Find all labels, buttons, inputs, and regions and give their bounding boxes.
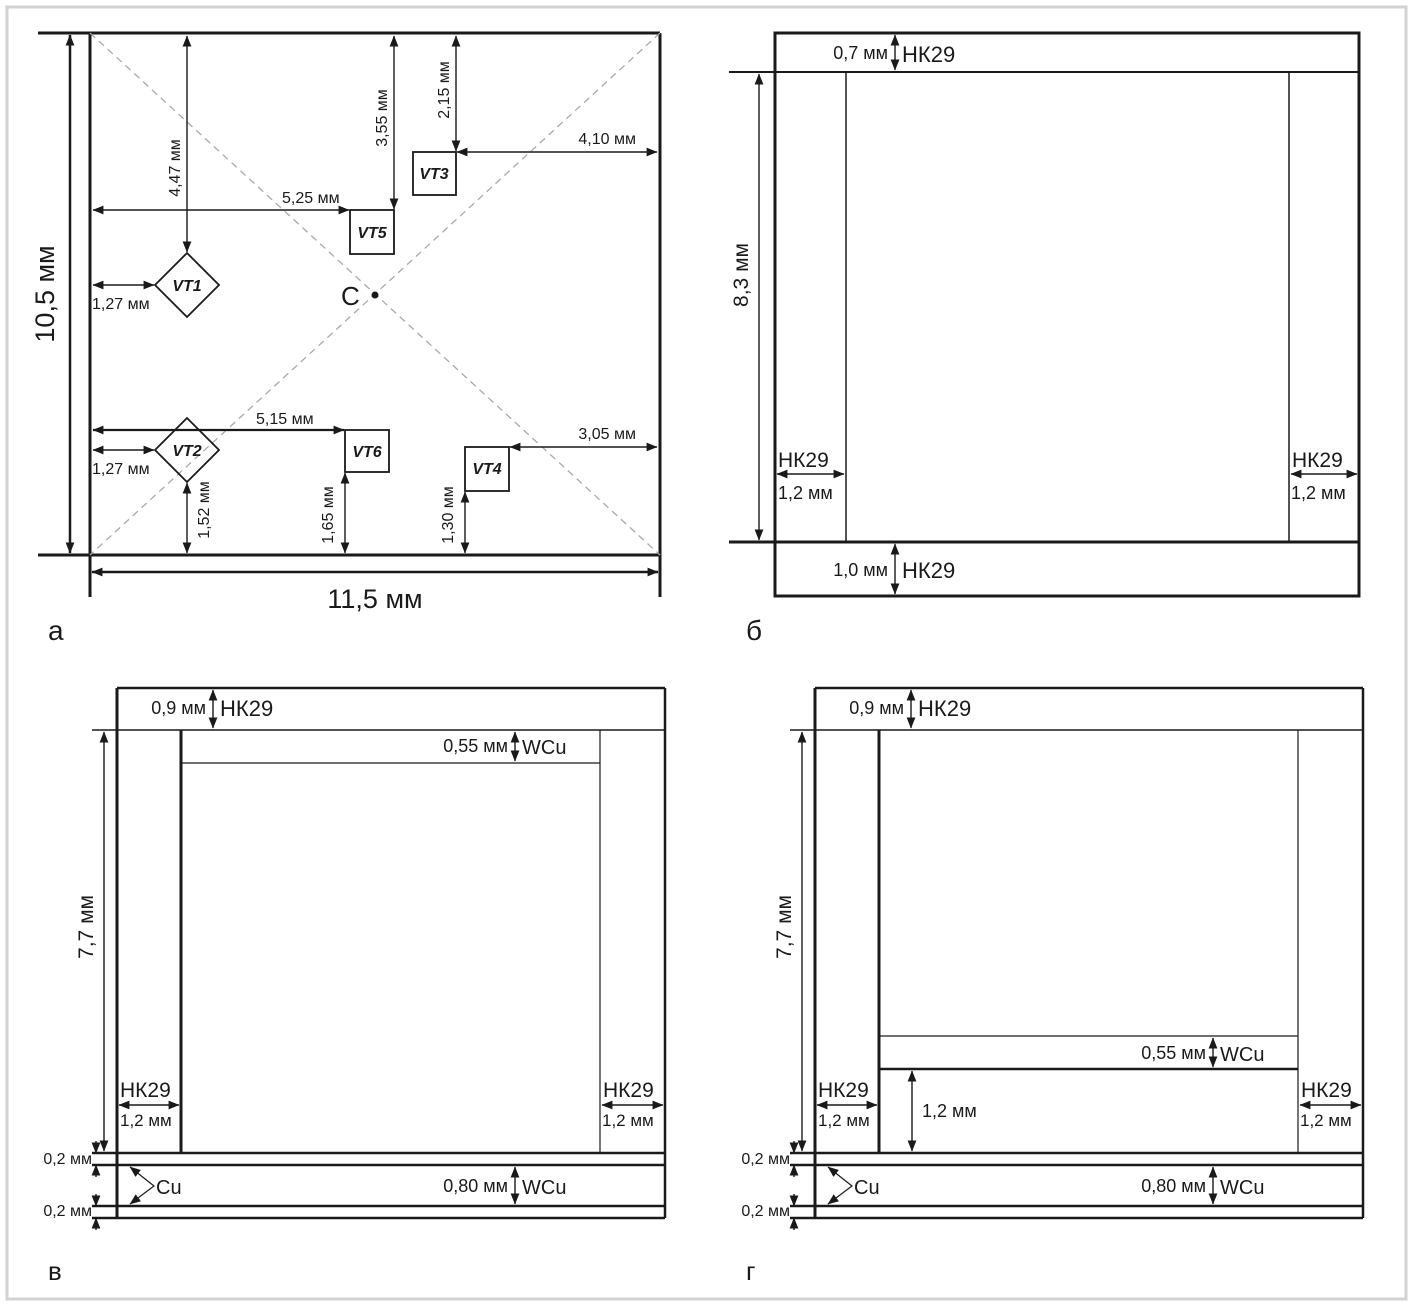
insert-height: 1,2 мм (922, 1101, 977, 1121)
left-thickness: 1,2 мм (818, 1111, 870, 1130)
vt2-chip (153, 416, 221, 484)
panel-a-label: а (48, 615, 64, 646)
top-thickness: 0,7 мм (833, 43, 888, 63)
panel-v-label: в (48, 1256, 62, 1286)
top-material: НК29 (918, 696, 971, 721)
vt2-left-label: 1,27 мм (92, 461, 150, 478)
insert-thickness: 0,55 мм (1141, 1043, 1206, 1063)
insert-thickness: 0,55 мм (443, 736, 508, 756)
insert-material: WCu (522, 737, 566, 759)
height-label: 7,7 мм (75, 895, 98, 959)
left-material: НК29 (120, 1079, 171, 1102)
vt3-top-label: 2,15 мм (436, 61, 453, 119)
panel-g-label: г (746, 1256, 755, 1286)
width-label: 11,5 мм (327, 584, 422, 614)
panel-b: 0,7 мм НК29 8,3 мм НК29 1,2 мм НК29 1,2 … (729, 31, 1361, 646)
vt3-label: VT3 (419, 166, 448, 183)
left-thickness: 1,2 мм (778, 483, 833, 503)
right-thickness: 1,2 мм (1300, 1111, 1352, 1130)
height-label: 8,3 мм (730, 243, 753, 307)
base-thickness: 0,80 мм (1141, 1176, 1206, 1196)
base-material: WCu (522, 1177, 566, 1199)
insert-material: WCu (1220, 1044, 1264, 1066)
vt5-left-label: 5,25 мм (282, 190, 340, 207)
cu-top-label: 0,2 мм (43, 1151, 92, 1168)
panel-a: 11,5 мм 10,5 мм C VT1 4,47 мм 1,27 мм VT… (30, 31, 662, 646)
vt1-chip (153, 251, 221, 319)
top-thickness: 0,9 мм (151, 698, 206, 718)
package-outline (773, 31, 1361, 598)
right-material: НК29 (1301, 1079, 1352, 1102)
right-thickness: 1,2 мм (602, 1111, 654, 1130)
cu-bottom-label: 0,2 мм (741, 1203, 790, 1220)
vt5-chip (349, 209, 395, 255)
bottom-thickness: 1,0 мм (833, 560, 888, 580)
vt6-left-label: 5,15 мм (256, 411, 314, 428)
vt4-right-label: 3,05 мм (578, 426, 636, 443)
vt4-bottom-label: 1,30 мм (440, 486, 457, 544)
left-thickness: 1,2 мм (120, 1111, 172, 1130)
vt2-bottom-label: 1,52 мм (196, 481, 213, 539)
vt1-label: VT1 (172, 278, 201, 295)
cu-leader (827, 1166, 853, 1205)
vt4-chip (464, 446, 510, 492)
height-label: 10,5 мм (30, 245, 60, 342)
left-material: НК29 (818, 1079, 869, 1102)
vt3-chip (412, 151, 457, 196)
base-material: WCu (1220, 1177, 1264, 1199)
vt2-label: VT2 (172, 443, 201, 460)
vt5-top-label: 3,55 мм (374, 89, 391, 147)
center-label: C (341, 281, 360, 311)
cu-leader (129, 1166, 155, 1205)
vt1-top-label: 4,47 мм (167, 139, 184, 197)
vt1-left-label: 1,27 мм (92, 296, 150, 313)
vt6-bottom-label: 1,65 мм (320, 486, 337, 544)
panel-v: 0,9 мм НК29 0,55 мм WCu 7,7 мм НК29 1,2 … (43, 686, 667, 1286)
cu-material: Cu (854, 1177, 880, 1199)
vt4-label: VT4 (472, 461, 501, 478)
top-material: НК29 (902, 42, 955, 67)
panel-b-label: б (746, 615, 762, 646)
right-material: НК29 (603, 1079, 654, 1102)
top-thickness: 0,9 мм (849, 698, 904, 718)
center-point (371, 291, 379, 299)
vt6-label: VT6 (352, 444, 381, 461)
left-material: НК29 (778, 449, 829, 472)
base-thickness: 0,80 мм (443, 1176, 508, 1196)
vt6-chip (344, 429, 390, 473)
height-label: 7,7 мм (773, 895, 796, 959)
right-thickness: 1,2 мм (1291, 483, 1346, 503)
vt5-label: VT5 (357, 225, 387, 242)
top-material: НК29 (220, 696, 273, 721)
cu-bottom-label: 0,2 мм (43, 1203, 92, 1220)
panel-g: 0,9 мм НК29 0,55 мм WCu 1,2 мм 7,7 мм НК… (741, 686, 1365, 1286)
cu-material: Cu (156, 1177, 182, 1199)
figure-frame (5, 5, 1408, 1301)
bottom-material: НК29 (902, 558, 955, 583)
vt3-right-label: 4,10 мм (578, 131, 636, 148)
cu-top-label: 0,2 мм (741, 1151, 790, 1168)
right-material: НК29 (1292, 449, 1343, 472)
